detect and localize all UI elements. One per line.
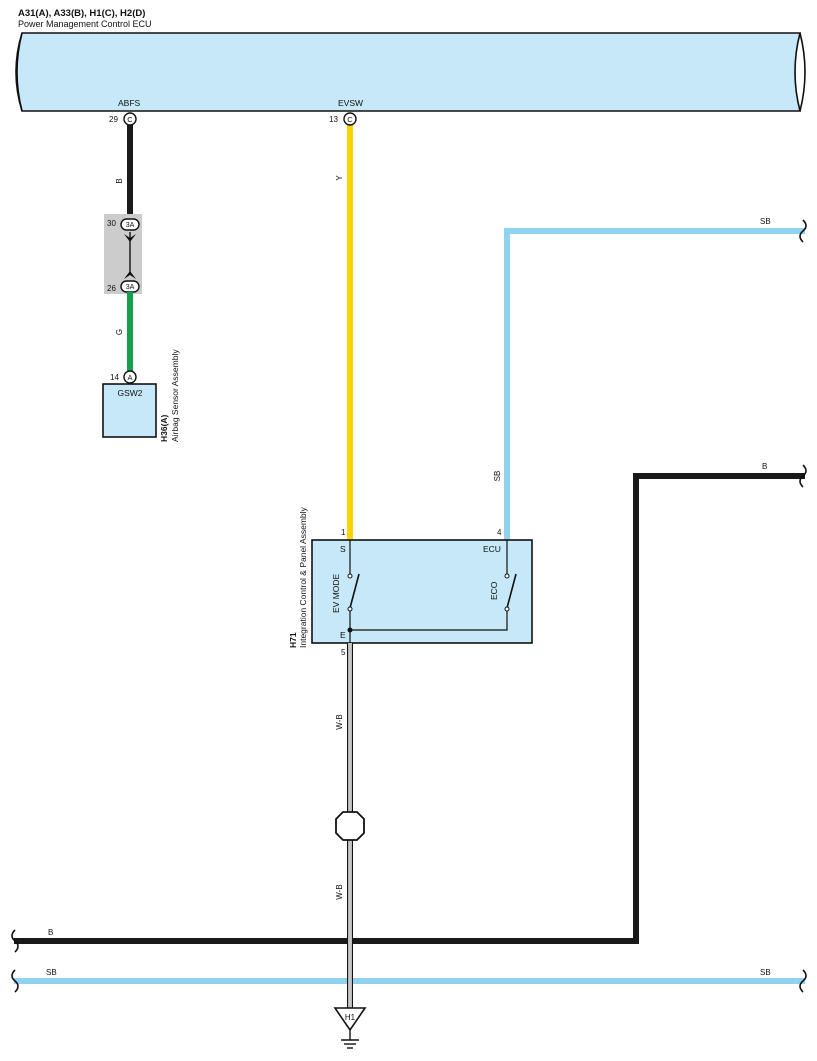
wire-ground-upper-label: W-B bbox=[335, 714, 344, 729]
wire-sb-vertical-label: SB bbox=[493, 471, 502, 482]
eco-ground-lead bbox=[350, 611, 508, 631]
panel-internal-junction bbox=[347, 627, 353, 633]
ground-label: H1 bbox=[345, 1013, 356, 1022]
ecu-break-left bbox=[16, 32, 23, 112]
wire-abfs-upper-label: B bbox=[115, 178, 124, 183]
panel-name: Integration Control & Panel Assembly bbox=[298, 506, 308, 648]
ev-mode-contact-top bbox=[347, 573, 353, 579]
panel-term-s: S bbox=[340, 544, 346, 554]
wire-abfs-lower-label: G bbox=[115, 329, 124, 335]
eco-contact-bottom bbox=[504, 606, 510, 612]
connector-30-num: 30 bbox=[107, 219, 116, 228]
ecu-pin-abfs-name: ABFS bbox=[118, 98, 141, 108]
wire-b-right-label: B bbox=[762, 462, 767, 471]
eco-contact-top bbox=[504, 573, 510, 579]
bus-sb-right-label: SB bbox=[760, 968, 771, 977]
airbag-name: Airbag Sensor Assembly bbox=[170, 349, 180, 442]
wire-ground-lower-label: W-B bbox=[335, 884, 344, 899]
connector-26-label: 3A bbox=[126, 284, 135, 291]
switch-eco-label: ECO bbox=[489, 581, 499, 600]
ground-triangle bbox=[333, 1007, 367, 1032]
bus-sb-break-left bbox=[11, 969, 19, 993]
ecu-codes: A31(A), A33(B), H1(C), H2(D) bbox=[18, 8, 145, 19]
wire-sb-top-label: SB bbox=[760, 217, 771, 226]
connector-3a-top-arrow bbox=[124, 234, 136, 242]
airbag-code: H36(A) bbox=[159, 414, 169, 442]
panel-term-e: E bbox=[340, 630, 346, 640]
bus-sb-break-right bbox=[799, 969, 807, 993]
ev-mode-blade bbox=[349, 573, 360, 609]
wire-sb-ecu bbox=[504, 228, 805, 540]
panel-pin-5: 5 bbox=[341, 648, 346, 657]
pin-14-conn: A bbox=[127, 373, 132, 382]
connector-30-label: 3A bbox=[126, 222, 135, 229]
bus-sb-left-label: SB bbox=[46, 968, 57, 977]
pin-13-num: 13 bbox=[329, 115, 338, 124]
pin-14-num: 14 bbox=[110, 373, 119, 382]
connector-26-num: 26 bbox=[107, 284, 116, 293]
pin-14-circle bbox=[123, 370, 137, 384]
bus-b-left-label: B bbox=[48, 928, 53, 937]
wire-break-sb-top bbox=[799, 219, 807, 243]
wire-evsw-label: Y bbox=[335, 175, 344, 181]
airbag-terminal: GSW2 bbox=[117, 388, 142, 398]
wire-break-b-right bbox=[799, 464, 807, 488]
ecu-name: Power Management Control ECU bbox=[18, 19, 152, 29]
pin-29-conn: C bbox=[127, 115, 133, 124]
wire-b-right bbox=[633, 473, 805, 941]
connector-30-oval bbox=[120, 218, 140, 231]
pin-29-num: 29 bbox=[109, 115, 118, 124]
ecu-break-right bbox=[799, 32, 806, 112]
panel-term-ecu: ECU bbox=[483, 544, 501, 554]
panel-pin-4: 4 bbox=[497, 528, 502, 537]
panel-pin-1: 1 bbox=[341, 528, 346, 537]
airbag-sensor-box bbox=[102, 383, 157, 438]
pin-13-conn: C bbox=[347, 115, 353, 124]
panel-assembly-box bbox=[311, 539, 533, 644]
connector-3a-bottom-arrow bbox=[124, 271, 136, 279]
ev-mode-contact-bottom bbox=[347, 606, 353, 612]
pin-13-circle bbox=[343, 112, 357, 126]
ecu-pin-evsw-name: EVSW bbox=[338, 98, 363, 108]
pin-29-circle bbox=[123, 112, 137, 126]
splice-octagon bbox=[335, 811, 365, 841]
bus-b-break-left bbox=[11, 929, 19, 953]
eco-blade bbox=[506, 573, 517, 609]
panel-code: H71 bbox=[288, 632, 298, 648]
switch-ev-mode-label: EV MODE bbox=[331, 573, 341, 613]
